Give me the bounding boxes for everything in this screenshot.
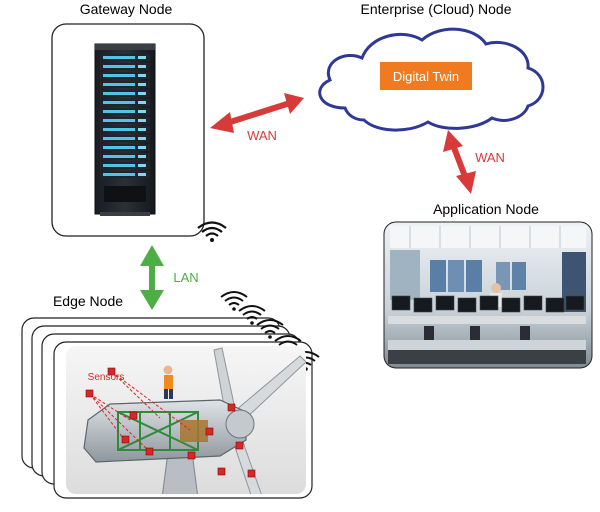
control-room-monitor bbox=[391, 295, 411, 311]
rack-unit-light bbox=[103, 101, 135, 104]
enterprise-node-title: Enterprise (Cloud) Node bbox=[361, 1, 512, 17]
control-room-monitor bbox=[545, 297, 565, 313]
wan-label-gateway-cloud: WAN bbox=[247, 128, 277, 143]
rack-unit-light bbox=[138, 56, 146, 59]
control-room-monitor bbox=[413, 297, 433, 313]
rack-unit-light bbox=[103, 164, 135, 167]
rack-unit-light bbox=[138, 92, 146, 95]
control-room-monitor bbox=[523, 295, 543, 311]
sensor-marker bbox=[217, 467, 226, 476]
rack-unit-light bbox=[138, 119, 146, 122]
sensor-marker bbox=[85, 389, 94, 398]
lan-label: LAN bbox=[173, 270, 198, 285]
wan-label-cloud-application: WAN bbox=[475, 150, 505, 165]
rack-unit-light bbox=[103, 110, 135, 113]
control-room-monitor bbox=[501, 297, 521, 313]
rack-unit-light bbox=[138, 128, 146, 131]
sensor-marker bbox=[121, 435, 130, 444]
rack-unit-light bbox=[103, 92, 135, 95]
digital-twin-box bbox=[380, 62, 472, 90]
worker-icon bbox=[163, 365, 173, 399]
rack-unit-light bbox=[138, 155, 146, 158]
rack-unit-light bbox=[103, 155, 135, 158]
lan-link-gateway-edge bbox=[140, 245, 164, 310]
wan-link-cloud-application bbox=[443, 130, 476, 194]
wifi-icon bbox=[238, 305, 266, 325]
wifi-icon bbox=[220, 291, 248, 311]
rack-unit-light bbox=[103, 146, 135, 149]
rack-unit-light bbox=[103, 83, 135, 86]
wan-link-gateway-cloud bbox=[210, 93, 304, 133]
rack-unit-light bbox=[138, 146, 146, 149]
wifi-icon bbox=[256, 319, 284, 339]
rack-unit-light bbox=[138, 173, 146, 176]
rack-unit-light bbox=[103, 119, 135, 122]
sensors-label: Sensors bbox=[88, 372, 125, 383]
rack-unit-light bbox=[103, 137, 135, 140]
sensor-marker bbox=[107, 367, 116, 376]
rack-unit-light bbox=[103, 128, 135, 131]
rack-unit-light bbox=[138, 137, 146, 140]
sensor-marker bbox=[145, 447, 154, 456]
control-room-icon bbox=[383, 221, 593, 369]
edge-node-title: Edge Node bbox=[53, 293, 123, 309]
rack-unit-light bbox=[138, 101, 146, 104]
sensor-marker bbox=[205, 427, 214, 436]
sensor-marker bbox=[187, 451, 196, 460]
sensor-marker bbox=[227, 403, 236, 412]
rack-unit-light bbox=[138, 164, 146, 167]
wifi-icon bbox=[197, 221, 227, 242]
digital-twin-label: Digital Twin bbox=[393, 69, 459, 84]
server-rack-icon bbox=[94, 43, 156, 216]
gateway-node-title: Gateway Node bbox=[80, 1, 173, 17]
rack-unit-light bbox=[138, 74, 146, 77]
rack-unit-light bbox=[103, 74, 135, 77]
control-room-monitor bbox=[565, 295, 585, 311]
rack-unit-light bbox=[138, 65, 146, 68]
wind-turbine-icon bbox=[66, 346, 306, 494]
rack-unit-light bbox=[103, 173, 135, 176]
rack-unit-light bbox=[103, 56, 135, 59]
sensor-marker bbox=[129, 411, 138, 420]
sensor-marker bbox=[247, 469, 256, 478]
sensor-marker bbox=[235, 441, 244, 450]
rack-unit-light bbox=[138, 83, 146, 86]
control-room-monitor bbox=[457, 297, 477, 313]
application-node-title: Application Node bbox=[433, 201, 539, 217]
control-room-monitor bbox=[479, 295, 499, 311]
rack-unit-light bbox=[103, 65, 135, 68]
rack-unit-light bbox=[138, 110, 146, 113]
control-room-monitor bbox=[435, 295, 455, 311]
